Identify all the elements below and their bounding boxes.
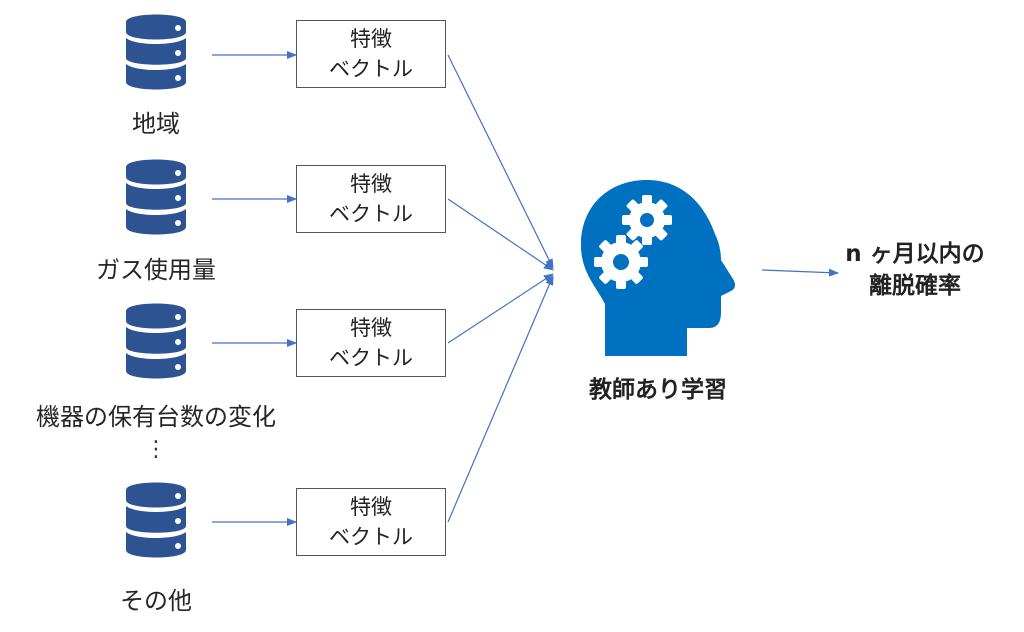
database-icon [126,159,186,235]
source-label-other: その他 [120,587,192,615]
ellipsis: ⋮ [145,437,167,462]
source-label-gas-usage: ガス使用量 [96,256,216,284]
output-label: n ヶ月以内の 離脱確率 [830,238,1000,302]
database-icon [126,482,186,558]
output-line1: n ヶ月以内の [845,241,985,267]
source-label-equipment-change: 機器の保有台数の変化 [36,403,276,431]
feature-vector-box: 特徴 ベクトル [296,20,446,88]
feature-vector-line2: ベクトル [329,346,413,370]
database-icon [126,14,186,90]
learner-label: 教師あり学習 [589,377,727,403]
feature-vector-box: 特徴 ベクトル [296,165,446,233]
arrow-learner-to-output [761,268,839,277]
database-icon [126,303,186,379]
head-gears-icon [580,180,736,356]
feature-vector-line1: 特徴 [350,172,392,196]
arrow-vector-2-to-learner [447,198,554,271]
arrow-vector-4-to-learner [447,275,554,523]
feature-vector-line1: 特徴 [350,316,392,340]
output-line2: 離脱確率 [869,273,961,299]
feature-vector-line1: 特徴 [350,27,392,51]
arrow-vector-1-to-learner [447,54,554,269]
feature-vector-line2: ベクトル [329,202,413,226]
feature-vector-line1: 特徴 [350,495,392,519]
arrow-vector-3-to-learner [447,273,554,344]
feature-vector-line2: ベクトル [329,57,413,81]
feature-vector-box: 特徴 ベクトル [296,488,446,556]
feature-vector-line2: ベクトル [329,525,413,549]
feature-vector-box: 特徴 ベクトル [296,309,446,377]
source-label-region: 地域 [132,110,180,138]
